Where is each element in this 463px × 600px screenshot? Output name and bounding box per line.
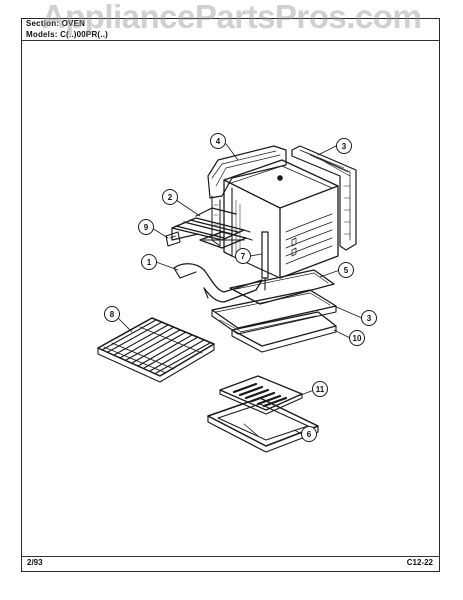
part-2-broil-element[interactable] [171, 207, 253, 249]
callout-label: 9 [144, 223, 149, 232]
callout-11: 11 [312, 381, 328, 397]
callout-10: 10 [349, 330, 365, 346]
part-4-insulation-back[interactable] [207, 145, 287, 247]
callouts: 4 3 2 9 1 7 5 3 [104, 133, 377, 442]
footer-rule [22, 556, 439, 557]
header-rule [22, 40, 439, 41]
part-5-bottom-panel[interactable] [229, 269, 335, 305]
part-1-bake-element[interactable] [173, 263, 263, 303]
callout-2: 2 [162, 189, 178, 205]
callout-label: 4 [216, 137, 221, 146]
drawing-frame [21, 18, 440, 572]
callout-6: 6 [301, 426, 317, 442]
part-9-bracket[interactable] [165, 231, 181, 247]
callout-label: 6 [307, 430, 312, 439]
callout-4: 4 [210, 133, 226, 149]
watermark-logo: AppliancePartsPros.com [41, 0, 422, 35]
callout-label: 7 [241, 252, 246, 261]
part-3-insulation-side[interactable] [291, 145, 357, 251]
callout-5: 5 [338, 262, 354, 278]
callout-label: 10 [353, 334, 362, 343]
revision-date: 2/93 [27, 558, 43, 567]
callout-label: 5 [344, 266, 349, 275]
callout-9: 9 [138, 219, 154, 235]
part-6-broil-pan[interactable] [207, 397, 319, 453]
callout-label: 8 [110, 310, 115, 319]
callout-label: 3 [342, 142, 347, 151]
callout-3-top: 3 [336, 138, 352, 154]
models-value: C(..)00PR(..) [60, 30, 108, 39]
callout-8: 8 [104, 306, 120, 322]
oven-cavity [223, 159, 339, 279]
callout-1: 1 [141, 254, 157, 270]
callout-label: 2 [168, 193, 173, 202]
callout-7: 7 [235, 248, 251, 264]
callout-label: 3 [367, 314, 372, 323]
models-header: Models: C(..)00PR(..) [26, 30, 108, 39]
section-label: Section: [26, 19, 60, 28]
callout-label: 11 [316, 385, 325, 394]
part-10-bottom-tray[interactable] [231, 311, 337, 353]
callout-3-bottom: 3 [361, 310, 377, 326]
page-code: C12-22 [406, 558, 433, 567]
callout-label: 1 [147, 258, 152, 267]
leader-lines [117, 143, 363, 435]
section-value: OVEN [61, 19, 86, 28]
models-label: Models: [26, 30, 58, 39]
part-8-oven-rack[interactable] [97, 317, 215, 383]
part-11-broil-grid[interactable] [219, 375, 303, 415]
section-header: Section: OVEN [26, 19, 85, 28]
